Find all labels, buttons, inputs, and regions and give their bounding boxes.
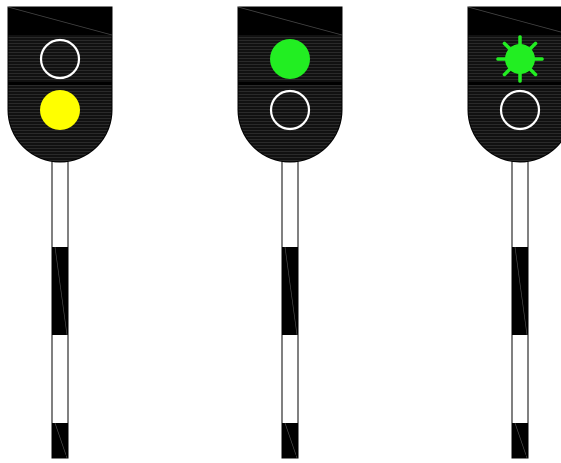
mast-black-band — [512, 423, 528, 458]
mast-black-band — [52, 247, 68, 335]
signal-hood — [468, 7, 561, 35]
signal-divider — [238, 82, 342, 85]
mast-black-band — [512, 247, 528, 335]
lamp-lower-lit — [40, 90, 80, 130]
signal-1 — [8, 7, 112, 458]
signal-divider — [8, 82, 112, 85]
mast-black-band — [282, 423, 298, 458]
mast-black-band — [282, 247, 298, 335]
signal-3 — [468, 7, 561, 458]
signal-2 — [238, 7, 342, 458]
signal-divider — [468, 82, 561, 85]
mast-black-band — [52, 423, 68, 458]
lamp-upper-lit — [270, 39, 310, 79]
lamp-upper-flashing — [505, 44, 535, 74]
